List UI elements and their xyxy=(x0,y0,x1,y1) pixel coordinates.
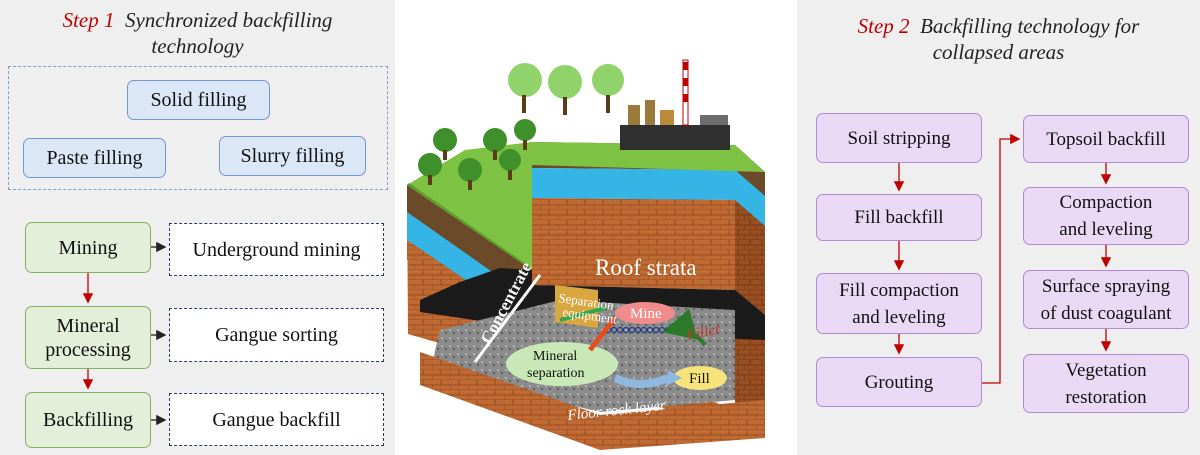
slurry-filling-box: Slurry filling xyxy=(219,136,366,176)
surface-spraying-box: Surface spraying of dust coagulant xyxy=(1023,270,1189,329)
grouting-box: Grouting xyxy=(816,357,982,407)
mine-label: Mine xyxy=(630,306,662,322)
mineral-processing-line1: Mineral xyxy=(56,314,120,337)
rock-layer-back xyxy=(532,198,735,290)
fill-ellipse xyxy=(673,366,727,390)
filler-label: Filler xyxy=(685,321,723,344)
step1-label: Step 1 xyxy=(62,8,115,32)
surface-spraying-line2: of dust coagulant xyxy=(1040,302,1172,324)
solid-filling-box: Solid filling xyxy=(127,80,270,120)
green-conveyor xyxy=(559,306,606,322)
step1-title-line1: Synchronized backfilling xyxy=(124,8,333,32)
mine-ellipse xyxy=(615,302,675,324)
gangue-sorting-box: Gangue sorting xyxy=(169,308,384,362)
gangue-backfill-box: Gangue backfill xyxy=(169,393,384,446)
tree-cluster-left xyxy=(418,119,536,190)
soil-stripping-box: Soil stripping xyxy=(816,113,982,163)
mineral-separation-label-line1: Mineral xyxy=(533,349,577,364)
mineral-separation-label-line2: separation xyxy=(527,366,585,381)
mine-to-separation-arrow xyxy=(588,316,617,352)
step2-title-line2: collapsed areas xyxy=(932,40,1065,64)
concentrate-conveyor xyxy=(473,274,542,363)
step2-label: Step 2 xyxy=(857,14,910,38)
fill-compaction-line1: Fill compaction xyxy=(839,279,959,301)
ground-surface xyxy=(407,142,765,270)
mineral-processing-box: Mineral processing xyxy=(25,306,151,369)
fill-compaction-box: Fill compaction and leveling xyxy=(816,273,982,334)
filler-arrow xyxy=(662,308,707,347)
aquifer-layer-back xyxy=(532,168,735,200)
step1-title: Step 1 Synchronized backfilling technolo… xyxy=(0,7,395,59)
ground-surface-front xyxy=(407,183,532,270)
mineral-separation-ellipse xyxy=(506,342,618,386)
underground-mining-box: Underground mining xyxy=(169,223,384,276)
mineral-processing-line2: processing xyxy=(45,338,131,361)
floor-rock-layer xyxy=(420,352,765,450)
vegetation-restoration-line2: restoration xyxy=(1065,386,1147,408)
step1-title-line2: technology xyxy=(151,34,244,58)
aquifer-layer-right xyxy=(735,170,765,226)
fill-label: Fill xyxy=(689,371,710,387)
vegetation-restoration-line1: Vegetation xyxy=(1065,359,1147,381)
tree-cluster-top xyxy=(508,63,624,99)
compaction-leveling-line2: and leveling xyxy=(1059,219,1153,240)
fill-backfill-box: Fill backfill xyxy=(816,194,982,241)
surface-spraying-line1: Surface spraying xyxy=(1041,275,1171,297)
compaction-leveling-box: Compaction and leveling xyxy=(1023,187,1189,245)
step2-title-line1: Backfilling technology for xyxy=(920,14,1140,38)
vegetation-restoration-box: Vegetation restoration xyxy=(1023,354,1189,413)
processing-plant xyxy=(620,59,730,150)
step2-title: Step 2 Backfilling technology for collap… xyxy=(797,13,1200,65)
topsoil-backfill-box: Topsoil backfill xyxy=(1023,115,1189,163)
compaction-leveling-line1: Compaction xyxy=(1059,192,1153,213)
fill-compaction-line2: and leveling xyxy=(852,306,946,328)
mine-cross-section-illustration: Roof strata Concentrate Separation equip… xyxy=(407,59,765,450)
filling-methods-frame xyxy=(8,66,388,190)
paste-filling-box: Paste filling xyxy=(23,138,166,178)
mining-box: Mining xyxy=(25,222,151,273)
separation-to-fill-arrow xyxy=(613,374,670,388)
roof-strata-label: Roof strata xyxy=(595,255,697,280)
backfilling-box: Backfilling xyxy=(25,392,151,448)
